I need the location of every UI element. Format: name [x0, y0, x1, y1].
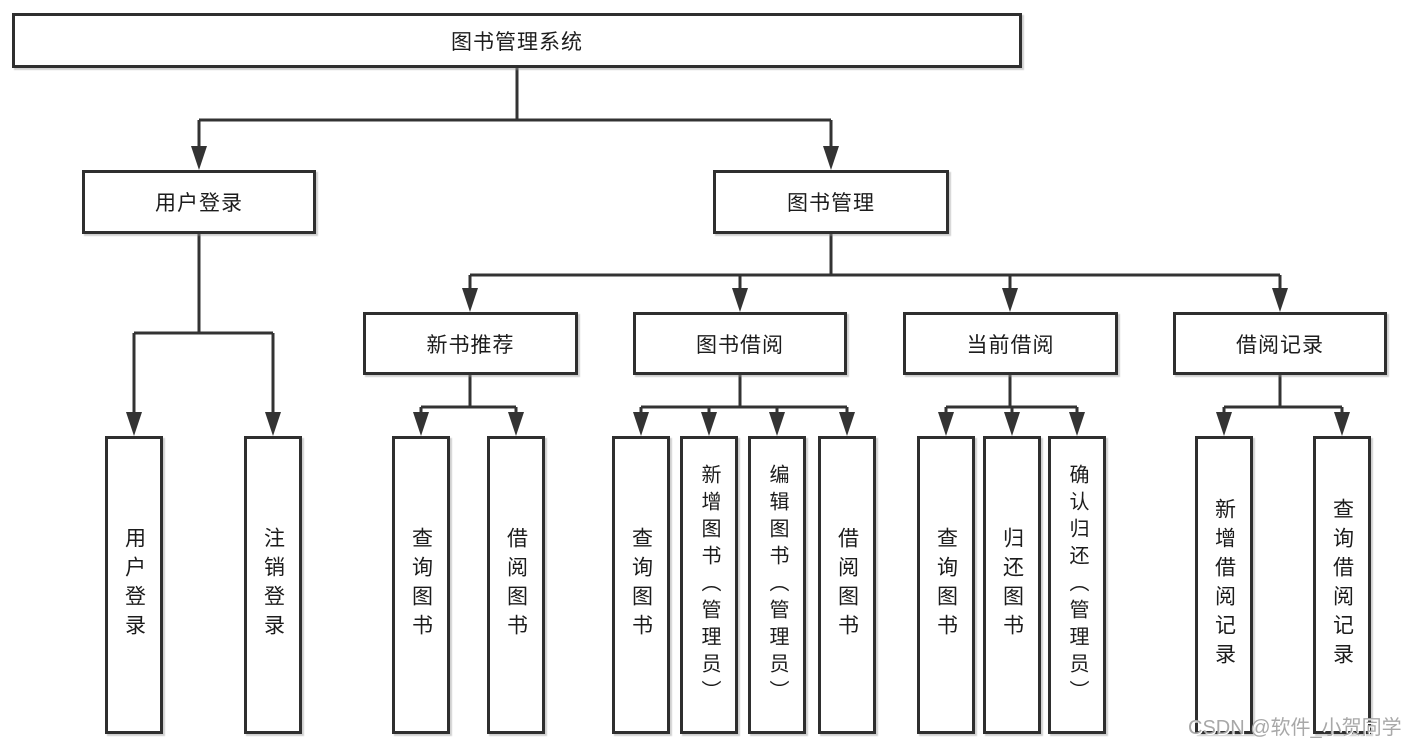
csdn-watermark: CSDN @软件_小贺同学 — [1188, 717, 1402, 739]
leaf-bb-edit-book-label: 编辑图书（管理员） — [766, 463, 788, 707]
node-book-management-label: 图书管理 — [787, 192, 875, 215]
arrowhead — [1002, 288, 1018, 312]
leaf-cb-return-book: 归还图书 — [983, 436, 1041, 734]
node-current-borrow-label: 当前借阅 — [966, 333, 1055, 357]
leaf-nbr-query-book-label: 查询图书 — [409, 527, 433, 643]
arrowhead — [1334, 412, 1350, 436]
node-current-borrow: 当前借阅 — [903, 312, 1118, 375]
node-borrow-record-label: 借阅记录 — [1236, 333, 1324, 357]
leaf-bb-edit-book: 编辑图书（管理员） — [748, 436, 806, 734]
connector-root-branch — [197, 68, 833, 152]
leaf-bb-query-book: 查询图书 — [612, 436, 670, 734]
leaf-nbr-borrow-book-label: 借阅图书 — [504, 527, 528, 643]
leaf-br-add-record-label: 新增借阅记录 — [1212, 498, 1236, 672]
leaf-bb-borrow-book: 借阅图书 — [818, 436, 876, 734]
leaf-logout: 注销登录 — [244, 436, 302, 734]
connector-userlogin-branch — [132, 234, 275, 418]
leaf-logout-label: 注销登录 — [261, 527, 285, 643]
leaf-bb-borrow-book-label: 借阅图书 — [835, 527, 859, 643]
arrowhead — [1272, 288, 1288, 312]
leaf-br-query-record: 查询借阅记录 — [1313, 436, 1371, 734]
connector-bookborrow-branch — [639, 375, 849, 418]
connector-borrowrecord-branch — [1222, 375, 1344, 418]
leaf-cb-confirm-return: 确认归还（管理员） — [1048, 436, 1106, 734]
node-book-borrow-label: 图书借阅 — [696, 333, 784, 357]
connector-newbook-branch — [419, 375, 518, 418]
connector-currentborrow-branch — [944, 375, 1079, 418]
leaf-user-login: 用户登录 — [105, 436, 163, 734]
leaf-cb-query-book-label: 查询图书 — [934, 527, 958, 643]
arrowhead — [823, 146, 839, 170]
arrowhead — [839, 412, 855, 436]
arrowhead — [1069, 412, 1085, 436]
leaf-cb-confirm-return-label: 确认归还（管理员） — [1066, 463, 1088, 707]
arrowhead — [938, 412, 954, 436]
arrowhead — [701, 412, 717, 436]
arrowhead — [126, 412, 142, 436]
leaf-nbr-borrow-book: 借阅图书 — [487, 436, 545, 734]
arrowheads — [126, 146, 1350, 436]
node-root-label: 图书管理系统 — [451, 30, 583, 54]
arrowhead — [769, 412, 785, 436]
leaf-bb-add-book: 新增图书（管理员） — [680, 436, 738, 734]
node-new-book-recommend-label: 新书推荐 — [426, 333, 515, 357]
leaf-cb-return-book-label: 归还图书 — [1000, 527, 1024, 643]
leaf-cb-query-book: 查询图书 — [917, 436, 975, 734]
node-new-book-recommend: 新书推荐 — [363, 312, 578, 375]
node-book-management: 图书管理 — [713, 170, 949, 234]
arrowhead — [462, 288, 478, 312]
arrowhead — [1004, 412, 1020, 436]
node-book-borrow: 图书借阅 — [633, 312, 847, 375]
leaf-nbr-query-book: 查询图书 — [392, 436, 450, 734]
node-root: 图书管理系统 — [12, 13, 1022, 68]
leaf-user-login-label: 用户登录 — [122, 527, 146, 643]
arrowhead — [633, 412, 649, 436]
node-user-login-label: 用户登录 — [155, 192, 243, 215]
leaf-bb-add-book-label: 新增图书（管理员） — [698, 463, 720, 707]
connector-bookmgmt-branch — [468, 234, 1282, 294]
arrowhead — [265, 412, 281, 436]
leaf-br-add-record: 新增借阅记录 — [1195, 436, 1253, 734]
node-borrow-record: 借阅记录 — [1173, 312, 1387, 375]
leaf-bb-query-book-label: 查询图书 — [629, 527, 653, 643]
arrowhead — [508, 412, 524, 436]
node-user-login: 用户登录 — [82, 170, 316, 234]
arrowhead — [732, 288, 748, 312]
arrowhead — [413, 412, 429, 436]
arrowhead — [191, 146, 207, 170]
leaf-br-query-record-label: 查询借阅记录 — [1330, 498, 1354, 672]
arrowhead — [1216, 412, 1232, 436]
